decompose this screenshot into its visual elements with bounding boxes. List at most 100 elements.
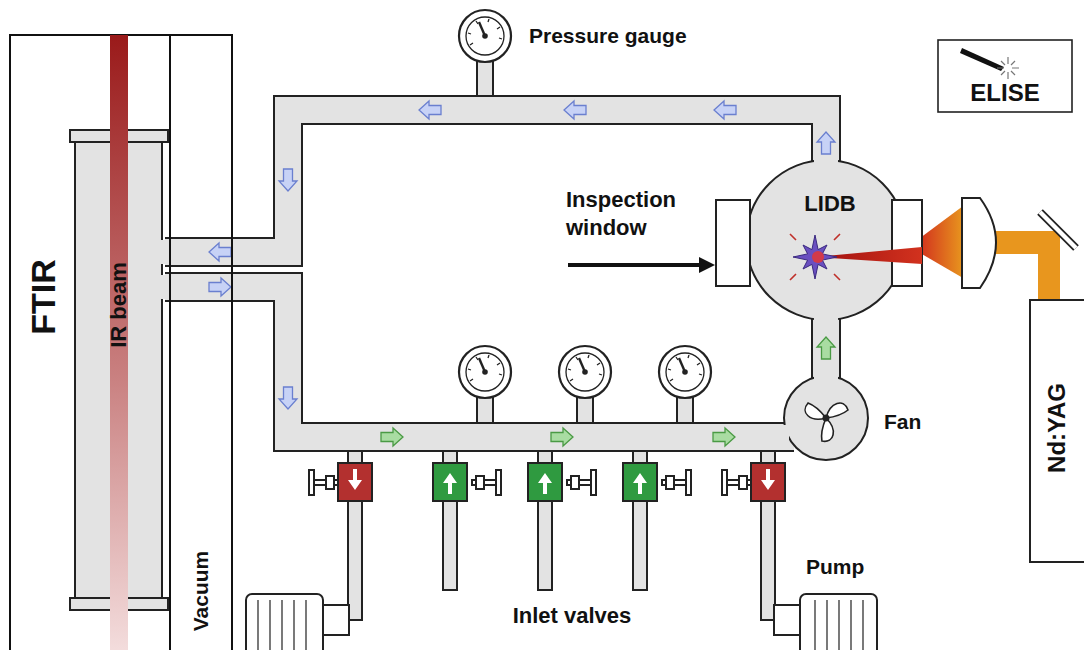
- chamber-wall: [746, 160, 906, 320]
- fan-blades: [802, 399, 848, 445]
- mirror: [1040, 212, 1076, 248]
- mirror: [1040, 212, 1076, 248]
- valve-handle: [496, 470, 501, 495]
- fan-shape: [784, 376, 868, 460]
- pipe-opening: [814, 375, 838, 380]
- valve-body: [338, 463, 372, 501]
- fan-blade: [815, 418, 839, 445]
- pipe-opening: [814, 316, 838, 321]
- valve-handle: [591, 470, 596, 495]
- lidb-chamber-shape: [746, 160, 906, 320]
- valve-direction-arrow: [348, 469, 362, 490]
- valve-stems: [348, 448, 775, 620]
- pump: Pump: [760, 585, 878, 650]
- flow-arrowhead: [713, 428, 735, 446]
- pressure-gauge-symbol: [459, 346, 511, 398]
- flow-arrows-blue: [209, 101, 835, 409]
- node-label: FTIR: [24, 259, 63, 335]
- flow-arrow: [209, 278, 231, 296]
- pointer-line: [568, 263, 700, 267]
- flow-arrow: [551, 428, 573, 446]
- pointer-head: [699, 257, 715, 273]
- laser-optics: [920, 198, 1076, 303]
- flow-arrow: [279, 387, 297, 409]
- focusing-lens: [962, 198, 996, 288]
- fan-blade: [802, 399, 826, 426]
- pressure-gauge-symbol: [559, 346, 611, 398]
- pump-motor: [246, 594, 323, 650]
- node-label: Fan: [884, 410, 921, 434]
- laser-source: Nd:YAG: [1030, 300, 1084, 562]
- node-label: Pressure gauge: [529, 24, 687, 48]
- motor-fins: [815, 600, 863, 650]
- pump-shape: [760, 585, 878, 650]
- gas-pipe: [165, 287, 794, 437]
- gas-cell: IR beam: [70, 130, 168, 610]
- flow-arrowhead: [209, 243, 231, 261]
- valve-handle: [722, 470, 727, 495]
- spark-rays: [790, 234, 840, 280]
- valve-direction-arrow: [633, 473, 647, 494]
- gas-cell-shape: [70, 130, 168, 610]
- flow-arrow: [381, 428, 403, 446]
- flow-arrowhead: [817, 337, 835, 359]
- fan-blade: [826, 403, 848, 418]
- lidb-chamber: LIDB: [746, 160, 906, 320]
- entrance-window: [892, 200, 922, 286]
- gauge-stem: [577, 396, 593, 424]
- motor-fins: [258, 600, 306, 650]
- pipe-wall: [165, 287, 794, 437]
- logo-spark: [997, 57, 1019, 79]
- valve-body: [433, 463, 467, 501]
- gauge-stem: [477, 60, 493, 98]
- pump-coupling: [774, 605, 801, 635]
- pump-symbol: [246, 594, 349, 650]
- laser-beam: [1038, 231, 1060, 303]
- node-label: LIDB: [804, 191, 855, 216]
- pressure-gauge-shape: [457, 8, 513, 64]
- focused-beam: [920, 206, 963, 278]
- pressure-gauges: [459, 346, 711, 398]
- flow-arrow: [419, 101, 441, 119]
- pipe-bore: [813, 317, 839, 379]
- pipe-opening: [783, 425, 789, 449]
- valve-direction-arrow: [761, 469, 775, 490]
- node-label: Pump: [806, 555, 864, 579]
- fan-housing: [784, 376, 868, 460]
- logo-frame: [938, 40, 1072, 112]
- valve-handle: [476, 476, 484, 489]
- valve-direction-arrow: [443, 473, 457, 494]
- logo-box: ELISE: [938, 40, 1072, 112]
- pump-coupling: [322, 605, 349, 635]
- valve-body: [528, 463, 562, 501]
- vacuum-compartment: Vacuum: [170, 35, 232, 650]
- valve-direction-arrow: [538, 473, 552, 494]
- plasma-core: [812, 251, 824, 263]
- node-label: ELISE: [970, 79, 1039, 107]
- group-label: Inlet valves: [487, 602, 657, 630]
- valve-handle: [686, 470, 691, 495]
- flow-arrow: [279, 169, 297, 191]
- inlet-valves: [309, 463, 785, 501]
- flow-arrow: [817, 132, 835, 154]
- pipe-bore: [165, 287, 794, 437]
- node-label: Vacuum: [189, 551, 213, 632]
- valve-direction-arrow: [348, 469, 775, 494]
- pump-motor: [800, 594, 877, 650]
- gauge-stem: [677, 396, 693, 424]
- fan: Fan: [784, 376, 868, 460]
- valve-handle: [326, 476, 334, 489]
- valve-body: [751, 463, 785, 501]
- flow-arrow: [564, 101, 586, 119]
- valve-body: [623, 463, 657, 501]
- valve-handle: [666, 476, 674, 489]
- node-label: IR beam: [106, 262, 131, 348]
- valve-handle: [309, 470, 314, 495]
- pressure-gauge-symbol: [459, 10, 511, 62]
- node-label: Nd:YAG: [1043, 383, 1071, 473]
- flow-arrows-green: [381, 428, 573, 446]
- fan-hub: [823, 415, 830, 422]
- pipe-opening: [159, 275, 165, 299]
- plasma-spark: [793, 235, 837, 279]
